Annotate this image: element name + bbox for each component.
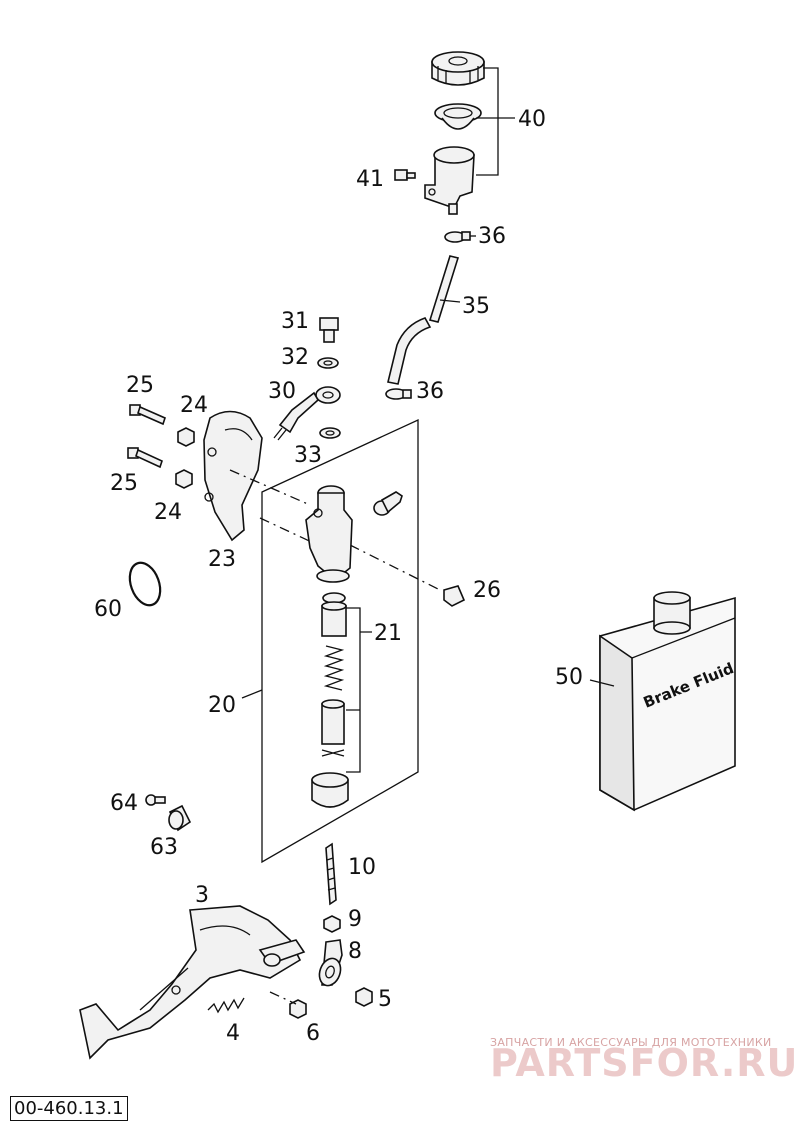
callout-3: 3 bbox=[195, 883, 209, 908]
callout-31: 31 bbox=[281, 309, 309, 334]
reservoir-diaphragm bbox=[434, 103, 482, 130]
fastener-26 bbox=[443, 585, 466, 607]
bolt-25-upper bbox=[129, 404, 166, 426]
hose-clip bbox=[128, 561, 162, 607]
sealing-washer-bottom bbox=[319, 427, 341, 439]
leader-35 bbox=[439, 299, 461, 303]
callout-24-lower: 24 bbox=[154, 500, 182, 525]
callout-20: 20 bbox=[208, 693, 236, 718]
watermark-brand: PARTSFOR.RU bbox=[490, 1041, 798, 1085]
callout-9: 9 bbox=[348, 907, 362, 932]
callout-50: 50 bbox=[555, 665, 583, 690]
push-rod bbox=[325, 842, 337, 906]
callout-23: 23 bbox=[208, 547, 236, 572]
callout-40: 40 bbox=[518, 107, 546, 132]
axis-line-pedal bbox=[269, 991, 297, 1005]
lock-nut-9 bbox=[323, 915, 341, 933]
callout-26: 26 bbox=[473, 578, 501, 603]
callout-30: 30 bbox=[268, 379, 296, 404]
banjo-bolt bbox=[319, 317, 339, 343]
hose-nipple bbox=[373, 491, 403, 516]
callout-63: 63 bbox=[150, 835, 178, 860]
leader-50 bbox=[589, 679, 615, 687]
piston-kit bbox=[311, 592, 349, 808]
leader-20 bbox=[241, 689, 263, 699]
assembly-outline-20 bbox=[261, 418, 419, 864]
screw-64 bbox=[145, 794, 166, 806]
return-spring bbox=[207, 997, 245, 1014]
master-cylinder-body bbox=[305, 485, 353, 583]
leader-bracket-40 bbox=[476, 67, 499, 176]
sealing-washer-top bbox=[317, 357, 339, 369]
axis-line-upper bbox=[229, 469, 311, 506]
brake-fluid-bottle: Brake Fluid bbox=[599, 591, 736, 812]
callout-8: 8 bbox=[348, 939, 362, 964]
watermark-tagline: ЗАПЧАСТИ И АКСЕССУАРЫ ДЛЯ МОТОТЕХНИКИ bbox=[490, 1036, 772, 1049]
callout-36-bottom: 36 bbox=[416, 379, 444, 404]
callout-25-upper: 25 bbox=[126, 373, 154, 398]
banjo-fitting bbox=[273, 386, 341, 441]
callout-64: 64 bbox=[110, 791, 138, 816]
reservoir-body bbox=[424, 146, 475, 215]
nut-6 bbox=[289, 999, 307, 1019]
hose-clamp-bottom bbox=[385, 388, 412, 400]
callout-25-lower: 25 bbox=[110, 471, 138, 496]
hose-clamp-top bbox=[444, 231, 471, 243]
callout-41: 41 bbox=[356, 167, 384, 192]
leader-bracket-21 bbox=[346, 607, 372, 773]
callout-24-upper: 24 bbox=[180, 393, 208, 418]
nut-24-lower bbox=[175, 469, 193, 489]
drawing-number: 00-460.13.1 bbox=[10, 1096, 128, 1121]
axis-line-right bbox=[349, 544, 441, 591]
bolt-25-lower bbox=[127, 447, 163, 469]
callout-5: 5 bbox=[378, 987, 392, 1012]
bumper-63 bbox=[168, 804, 192, 832]
nut-24-upper bbox=[177, 427, 195, 447]
brake-hose bbox=[387, 255, 460, 385]
callout-36-top: 36 bbox=[478, 224, 506, 249]
callout-6: 6 bbox=[306, 1021, 320, 1046]
callout-21: 21 bbox=[374, 621, 402, 646]
nut-5 bbox=[355, 987, 373, 1007]
callout-4: 4 bbox=[226, 1021, 240, 1046]
clevis-8 bbox=[318, 939, 343, 987]
callout-60: 60 bbox=[94, 597, 122, 622]
reservoir-cap bbox=[431, 51, 485, 86]
callout-10: 10 bbox=[348, 855, 376, 880]
heat-shield bbox=[203, 410, 263, 542]
reservoir-screw bbox=[394, 169, 416, 181]
callout-35: 35 bbox=[462, 294, 490, 319]
brake-pedal bbox=[79, 905, 306, 1060]
callout-32: 32 bbox=[281, 345, 309, 370]
callout-33: 33 bbox=[294, 443, 322, 468]
